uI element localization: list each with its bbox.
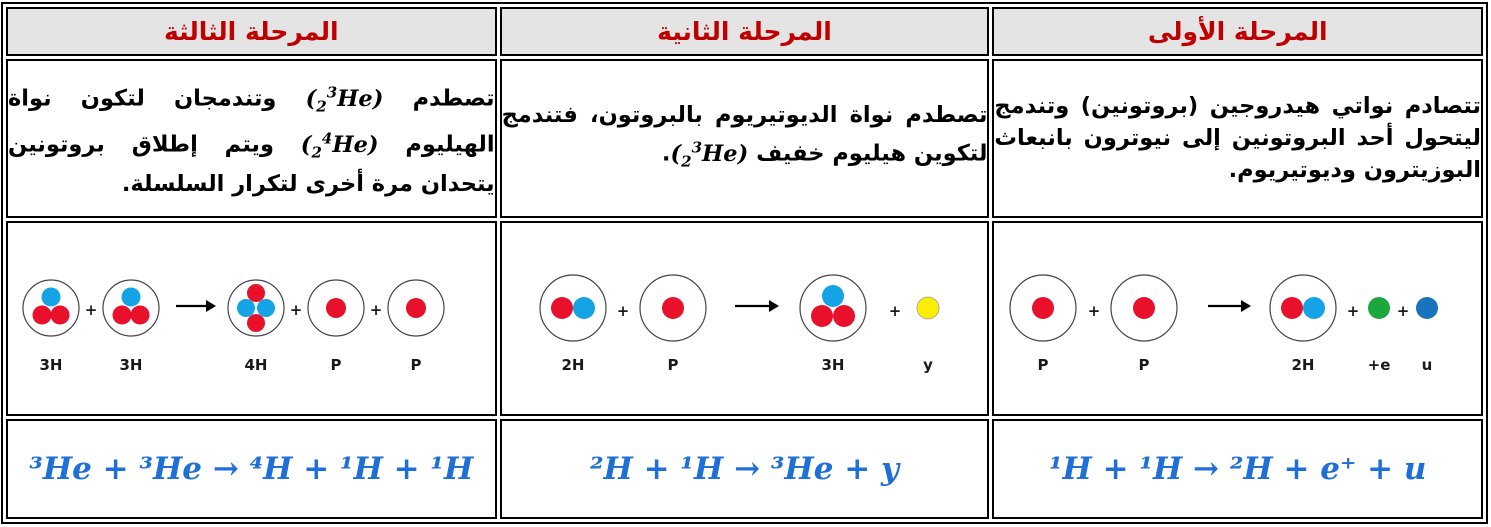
stage-2-equation-cell: ²H + ¹H → ³He + y <box>499 418 990 519</box>
neutron-particle <box>41 287 61 307</box>
proton-particle <box>130 305 150 325</box>
neutron-particle <box>257 299 276 318</box>
particle-label: P <box>411 356 422 374</box>
stage-2-equation: ²H + ¹H → ³He + y <box>589 450 900 487</box>
particle-label: 3H <box>40 356 63 374</box>
stage-1-diagram: + + + P P 2H e+ u <box>1009 274 1438 374</box>
plus-sign: + <box>1087 302 1100 320</box>
description-row: تتصادم نواتي هيدروجين (بروتونين) وتندمج … <box>6 58 1483 218</box>
proton-particle <box>112 305 132 325</box>
stage-3-description-text-1: تصطدم <box>412 85 495 112</box>
helium3-notation: (23He) <box>305 83 384 116</box>
helium4-notation: (24He) <box>300 129 379 162</box>
reaction-arrow-head <box>206 300 217 313</box>
stage-3-description-text-3: ويتم إطلاق بروتونين يتحدان مرة أخرى لتكر… <box>8 131 495 198</box>
particle-label: y <box>923 356 933 374</box>
stage-3-description-text-2: وتندمجان لتكون نواة الهيليوم <box>8 85 495 158</box>
stage-1-diagram-cell: + + + P P 2H e+ u <box>992 220 1483 416</box>
neutrino-particle <box>1415 297 1438 320</box>
stage-2-description-end: . <box>661 140 671 167</box>
particle-label: 3H <box>120 356 143 374</box>
proton-particle <box>326 298 347 319</box>
equation-row: ¹H + ¹H → ²H + e⁺ + u ²H + ¹H → ³He + y … <box>6 418 1483 519</box>
stage-3-diagram-cell: + + + 3H 3H 4H P <box>6 220 497 416</box>
plus-sign: + <box>1396 302 1409 320</box>
neutron-particle <box>121 287 141 307</box>
proton-particle <box>832 305 855 328</box>
proton-particle <box>550 297 573 320</box>
stage-1-equation-cell: ¹H + ¹H → ²H + e⁺ + u <box>992 418 1483 519</box>
neutron-particle <box>1302 297 1325 320</box>
stage-1-title: المرحلة الأولى <box>992 7 1483 56</box>
nucleus-circle <box>227 279 285 337</box>
particle-label: 4H <box>245 356 268 374</box>
particle-label: 2H <box>561 356 584 374</box>
proton-particle <box>247 284 266 303</box>
particle-label: P <box>331 356 342 374</box>
stage-2-description-text: تصطدم نواة الديوتيريوم بالبروتون، فتندمج… <box>501 102 988 167</box>
plus-sign: + <box>1346 302 1359 320</box>
plus-sign: + <box>370 301 383 319</box>
proton-particle <box>247 314 266 333</box>
helium3-notation: (23He) <box>670 138 749 171</box>
neutron-particle <box>237 299 256 318</box>
particle-label: e+ <box>1367 356 1390 374</box>
plus-sign: + <box>888 302 901 320</box>
particle-label: u <box>1421 356 1432 374</box>
stage-2-description: تصطدم نواة الديوتيريوم بالبروتون، فتندمج… <box>499 58 990 218</box>
stage-2-title: المرحلة الثانية <box>499 7 990 56</box>
reaction-arrow-head <box>1240 300 1251 313</box>
proton-particle <box>50 305 70 325</box>
stage-1-description: تتصادم نواتي هيدروجين (بروتونين) وتندمج … <box>992 58 1483 218</box>
reaction-arrow-head <box>768 300 779 313</box>
proton-particle <box>32 305 52 325</box>
particle-label: P <box>667 356 678 374</box>
particle-label: 2H <box>1291 356 1314 374</box>
stage-1-equation: ¹H + ¹H → ²H + e⁺ + u <box>1048 450 1427 487</box>
particle-label: P <box>1138 356 1149 374</box>
proton-particle <box>406 298 427 319</box>
nucleus-circle <box>798 274 867 342</box>
neutron-particle <box>572 297 595 320</box>
stage-3-equation-cell: ³He + ³He → ⁴H + ¹H + ¹H <box>6 418 497 519</box>
stage-2-diagram-cell: + + 2H P 3H y <box>499 220 990 416</box>
particle-label: 3H <box>821 356 844 374</box>
proton-particle <box>1280 297 1303 320</box>
diagram-row: + + + P P 2H e+ u <box>6 220 1483 416</box>
stage-3-diagram: + + + 3H 3H 4H P <box>22 279 445 374</box>
proton-particle <box>1132 297 1155 320</box>
header-row: المرحلة الأولى المرحلة الثانية المرحلة ا… <box>6 7 1483 56</box>
stage-3-equation: ³He + ³He → ⁴H + ¹H + ¹H <box>29 450 474 487</box>
proton-particle <box>661 297 684 320</box>
stage-2-diagram: + + 2H P 3H y <box>538 274 939 374</box>
stage-1-description-text: تتصادم نواتي هيدروجين (بروتونين) وتندمج … <box>994 93 1481 184</box>
plus-sign: + <box>85 301 98 319</box>
gamma-particle <box>916 296 939 320</box>
stage-3-description: تصطدم (23He) وتندمجان لتكون نواة الهيليو… <box>6 58 497 218</box>
particle-label: P <box>1037 356 1048 374</box>
plus-sign: + <box>616 302 629 320</box>
positron-particle <box>1367 297 1390 320</box>
plus-sign: + <box>290 301 303 319</box>
proton-particle <box>810 305 833 328</box>
proton-particle <box>1031 297 1054 320</box>
stage-3-title: المرحلة الثالثة <box>6 7 497 56</box>
neutron-particle <box>821 285 844 308</box>
